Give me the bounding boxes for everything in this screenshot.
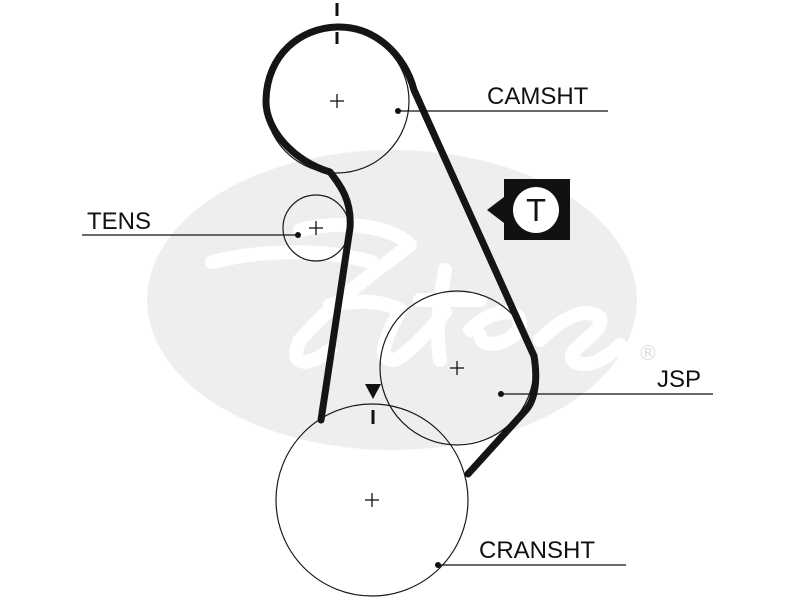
crankshaft-pulley [275,403,469,597]
crankshaft-center-mark [365,493,379,507]
tensioner-label: TENS [87,208,151,235]
triangle-down-icon [365,384,381,424]
jsp-center-mark [450,361,464,375]
jsp-callout [498,391,713,397]
crankshaft-callout [435,562,626,568]
tensioner-callout [82,232,301,238]
camshaft-callout [395,108,608,114]
camshaft-label: CAMSHT [487,83,589,110]
watermark-script-logo [205,218,627,372]
brand-watermark: ® [147,150,658,450]
crankshaft-label: CRANSHT [479,537,595,564]
camshaft-center-mark [330,94,344,108]
tool-badge-icon: T [487,179,570,240]
timing-belt [262,23,540,478]
tool-badge-letter: T [526,194,546,229]
watermark-registered-mark: ® [638,341,658,365]
tensioner-center-mark [309,221,323,235]
jsp-label: JSP [657,366,701,393]
